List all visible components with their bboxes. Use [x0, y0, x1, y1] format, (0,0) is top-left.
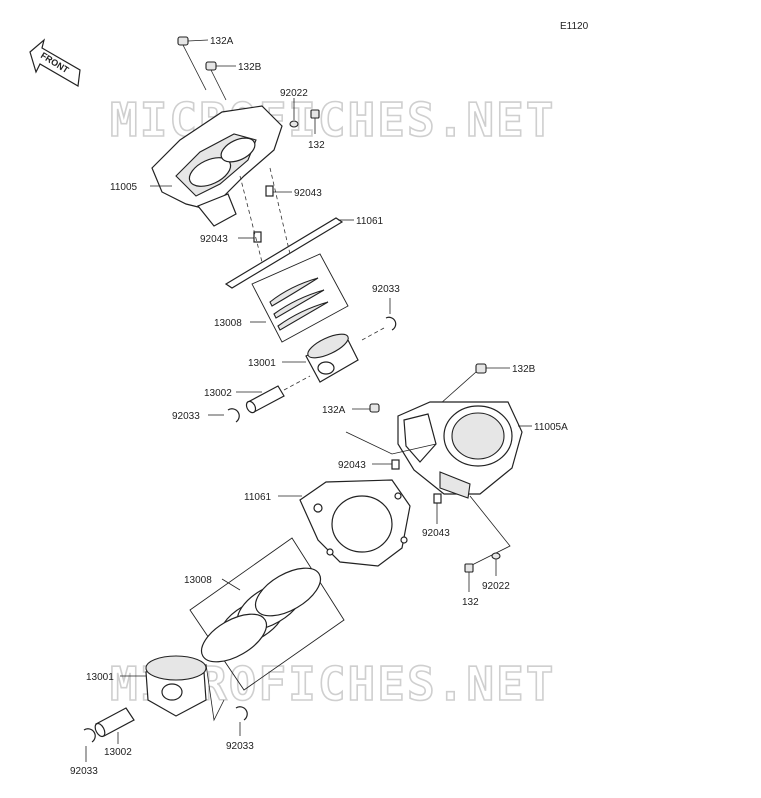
gasket-11061-top [224, 217, 354, 289]
leader-bracket-bottom [205, 663, 225, 722]
callout-92033-bottom-right: 92033 [226, 741, 254, 752]
bolt-132-mid [464, 563, 474, 592]
centerline-top [239, 167, 291, 263]
bolt-132a-top [177, 36, 209, 91]
callout-11005a: 11005A [534, 422, 568, 433]
bolt-132-top [310, 109, 320, 134]
callout-132a-top: 132A [210, 36, 234, 47]
cylinder-11005 [151, 105, 283, 227]
callout-132-top: 132 [308, 140, 325, 151]
piston-pin-13002-top [236, 375, 311, 414]
callout-132-mid: 132 [462, 597, 479, 608]
callout-13001-top: 13001 [248, 358, 276, 369]
callout-92022-top: 92022 [280, 88, 308, 99]
callout-92043-top-left: 92043 [200, 234, 228, 245]
piston-13001-bottom [120, 655, 207, 717]
callout-13008-bottom: 13008 [184, 575, 212, 586]
callout-132a-mid: 132A [322, 405, 346, 416]
leader-bracket-mid [345, 431, 437, 455]
callout-132b-mid: 132B [512, 364, 536, 375]
callout-92043-mid-right: 92043 [422, 528, 450, 539]
callout-13001-bottom: 13001 [86, 672, 114, 683]
circlip-92033-top-right [361, 298, 397, 341]
dowel-92043-top-left [238, 231, 262, 243]
callout-92043-mid-left: 92043 [338, 460, 366, 471]
callout-92033-top-right: 92033 [372, 284, 400, 295]
callout-11061-top: 11061 [356, 216, 384, 227]
diagram-code: E1120 [560, 21, 589, 32]
bolt-132a-mid [352, 403, 380, 413]
bolt-132b-top [205, 61, 236, 101]
piston-rings-13008-top [250, 253, 349, 343]
piston-13001-top [282, 333, 359, 383]
callout-11005: 11005 [110, 182, 138, 193]
circlip-92033-bottom-right [235, 706, 248, 736]
dowel-92043-mid-left [372, 459, 400, 470]
leader-bracket-mid-right [469, 495, 511, 567]
callout-11061-mid: 11061 [244, 492, 272, 503]
cylinder-11005a [397, 401, 532, 499]
callout-132b-top: 132B [238, 62, 262, 73]
watermark-top: MICROFICHES.NET [110, 93, 555, 147]
dowel-92043-mid-right [433, 493, 442, 524]
circlip-92033-bottom-left [83, 728, 96, 762]
callout-13008-top: 13008 [214, 318, 242, 329]
callout-92033-top-left: 92033 [172, 411, 200, 422]
piston-pin-13002-bottom [94, 707, 135, 744]
callout-92033-bottom-left: 92033 [70, 766, 98, 777]
gasket-11061-mid [278, 479, 411, 567]
callout-13002-bottom: 13002 [104, 747, 132, 758]
bolt-132b-mid [439, 363, 510, 405]
front-arrow-icon: FRONT [29, 38, 81, 87]
callout-92022-mid: 92022 [482, 581, 510, 592]
washer-92022-mid [491, 552, 501, 576]
dowel-92043-top-right [265, 185, 292, 197]
piston-rings-13008-bottom [189, 537, 345, 691]
washer-92022-top [289, 98, 299, 128]
callout-13002-top: 13002 [204, 388, 232, 399]
circlip-92033-top-left [208, 408, 240, 423]
callout-92043-top-right: 92043 [294, 188, 322, 199]
